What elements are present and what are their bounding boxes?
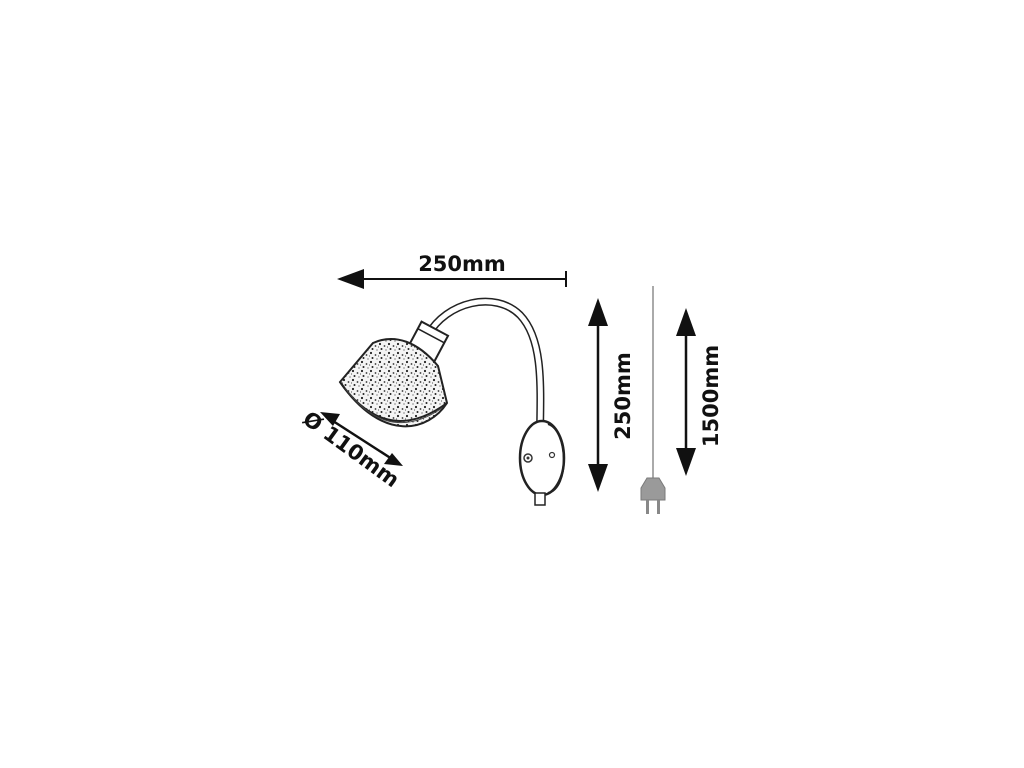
height-arrow-head-top (588, 298, 608, 326)
height-dimension: 250mm (588, 298, 635, 492)
width-arrow-head (337, 269, 364, 289)
diameter-arrow-head-end (384, 453, 403, 466)
glass-shade (338, 338, 449, 428)
cable-arrow-head-bottom (676, 448, 696, 476)
height-label: 250mm (611, 352, 635, 440)
wall-lamp-illustration (338, 297, 566, 506)
cable-arrow-head-top (676, 308, 696, 336)
cable-outlet (534, 492, 546, 506)
width-dimension: 250mm (337, 252, 567, 289)
gooseneck-arm-inner (425, 299, 543, 431)
width-label: 250mm (418, 252, 506, 276)
cable-length-dimension: 1500mm (676, 308, 723, 476)
power-cable (640, 286, 666, 514)
plug-icon (640, 477, 666, 501)
plug-pin-left (646, 500, 649, 514)
plug-pin-right (657, 500, 660, 514)
diameter-arrow-head-start (320, 412, 340, 426)
height-arrow-head-bottom (588, 464, 608, 492)
cable-length-label: 1500mm (699, 345, 723, 447)
wall-base-plate (518, 419, 566, 506)
